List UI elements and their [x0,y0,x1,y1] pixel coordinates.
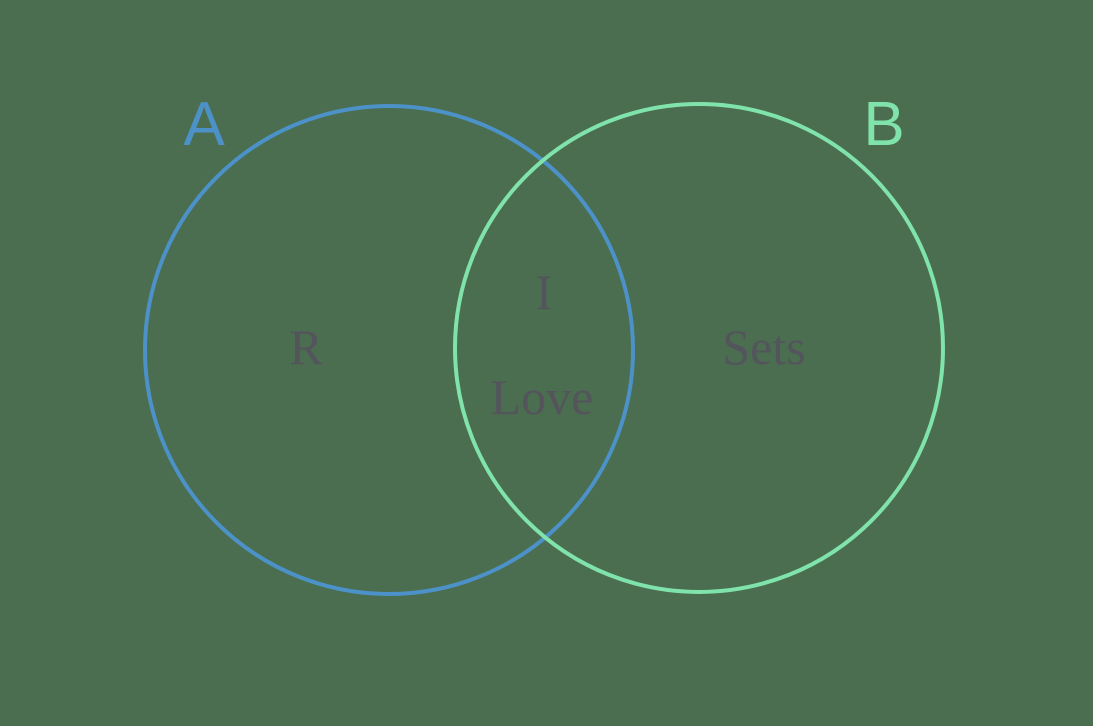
set-b-label: B [863,90,905,159]
set-b-item: Sets [722,319,806,375]
set-a-label: A [183,90,225,159]
intersection-item-bottom: Love [490,369,594,425]
circle-b [453,102,945,594]
circle-a [143,104,635,596]
set-a-item: R [289,319,323,375]
intersection-item-top: I [535,264,553,320]
